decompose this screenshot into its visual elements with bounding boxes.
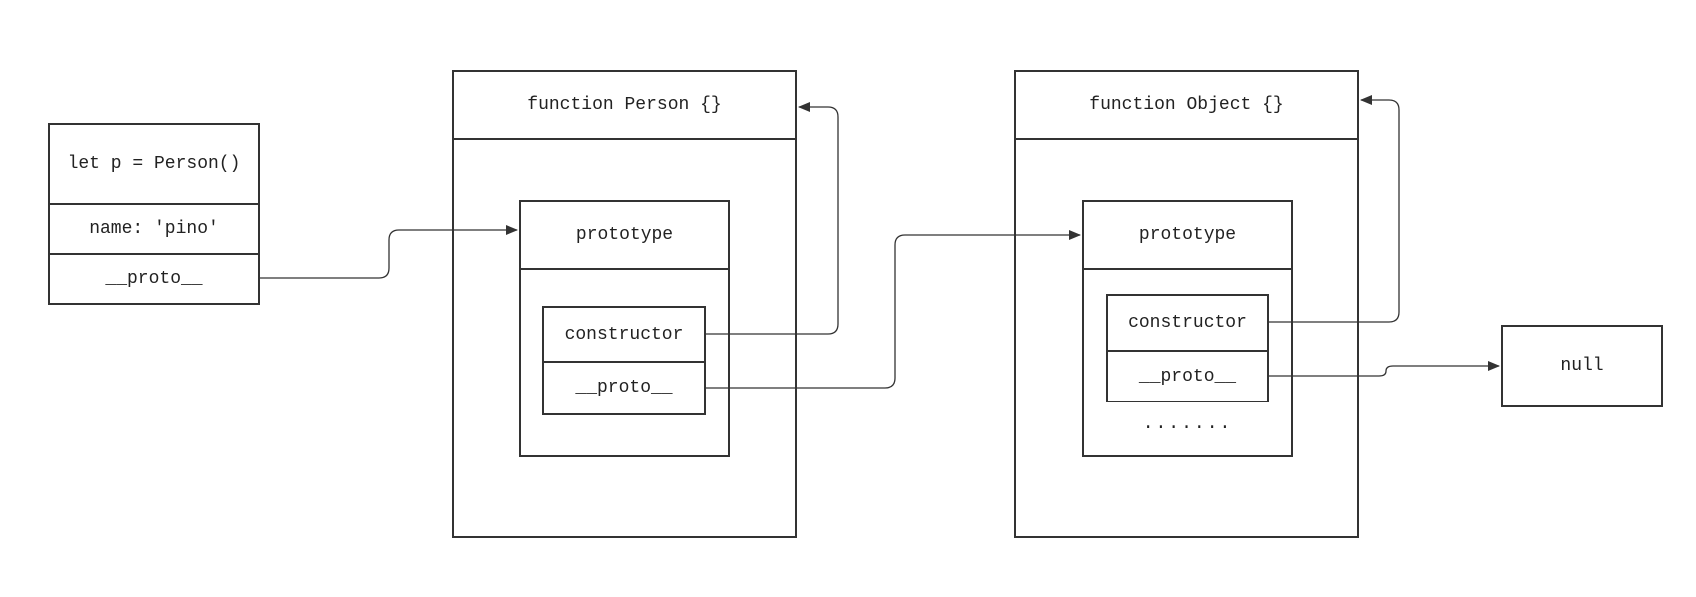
arrow-instance-proto-to-person-prototype [260, 225, 518, 279]
person-function-title: function Person {} [527, 95, 722, 115]
person-slots-box: constructor __proto__ [542, 306, 706, 415]
person-constructor-field: constructor [564, 324, 684, 345]
object-function-title: function Object {} [1089, 95, 1284, 115]
instance-divider-1 [50, 203, 258, 205]
object-function-divider [1016, 138, 1357, 140]
object-proto-field: __proto__ [1138, 367, 1237, 387]
person-function-divider [454, 138, 795, 140]
object-constructor-field: constructor [1128, 313, 1247, 333]
arrow-object-constructor-to-object-function [1269, 95, 1400, 323]
object-slots-divider [1108, 350, 1267, 352]
instance-divider-2 [50, 253, 258, 255]
object-slots-bottom-edge [1106, 401, 1269, 402]
object-prototype-divider [1084, 268, 1291, 270]
instance-name-field: name: 'pino' [89, 219, 219, 239]
instance-proto-field: __proto__ [105, 269, 203, 289]
person-slots-divider [544, 361, 704, 363]
arrow-object-proto-to-null [1269, 361, 1500, 377]
arrow-person-proto-to-object-prototype [706, 230, 1081, 389]
object-prototype-title: prototype [1138, 225, 1237, 245]
object-prototype-ellipsis: ....... [1142, 414, 1233, 434]
instance-title: let p = Person() [67, 154, 241, 174]
arrow-person-constructor-to-person-function [706, 102, 839, 335]
person-prototype-divider [521, 268, 728, 270]
person-prototype-title: prototype [575, 225, 674, 245]
person-proto-field: __proto__ [575, 378, 673, 398]
null-box: null [1501, 325, 1663, 407]
null-label: null [1560, 356, 1604, 376]
instance-box: let p = Person() name: 'pino' __proto__ [48, 123, 260, 305]
object-slots-box: constructor __proto__ [1106, 294, 1269, 402]
